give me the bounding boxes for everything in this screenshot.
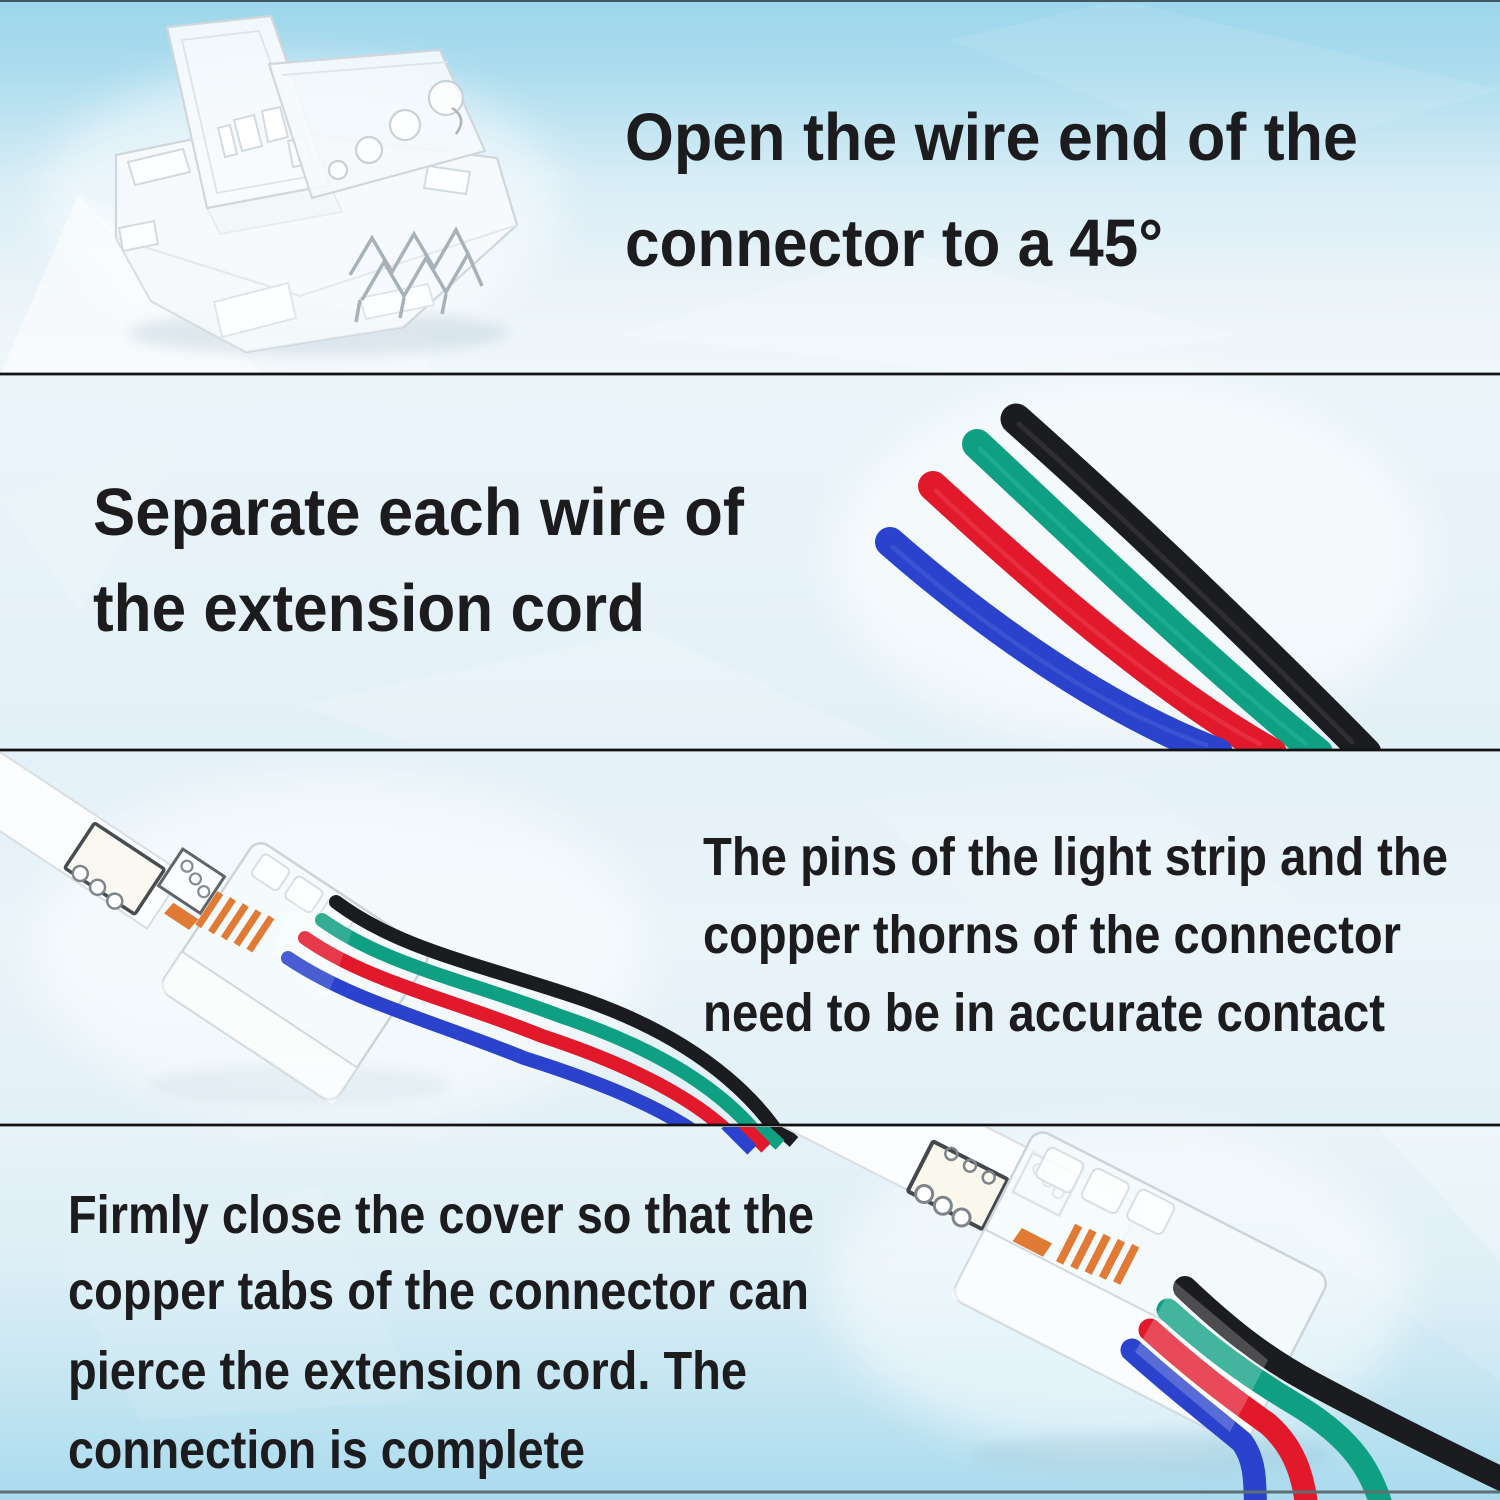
svg-text:copper thorns of the connector: copper thorns of the connector (703, 905, 1401, 965)
svg-text:pierce the extension cord. The: pierce the extension cord. The (68, 1341, 747, 1401)
svg-text:connection is complete: connection is complete (68, 1420, 585, 1480)
svg-text:Firmly close the cover so that: Firmly close the cover so that the (68, 1185, 814, 1245)
svg-text:connector to a 45°: connector to a 45° (625, 206, 1163, 281)
svg-text:Open the wire end of the: Open the wire end of the (625, 100, 1358, 175)
svg-text:Separate each wire of: Separate each wire of (93, 475, 745, 550)
svg-text:The pins of the light strip an: The pins of the light strip and the (703, 827, 1448, 887)
svg-text:need to be in accurate contact: need to be in accurate contact (703, 983, 1385, 1043)
svg-text:copper tabs of the connector c: copper tabs of the connector can (68, 1261, 809, 1321)
svg-text:the extension cord: the extension cord (93, 571, 645, 646)
